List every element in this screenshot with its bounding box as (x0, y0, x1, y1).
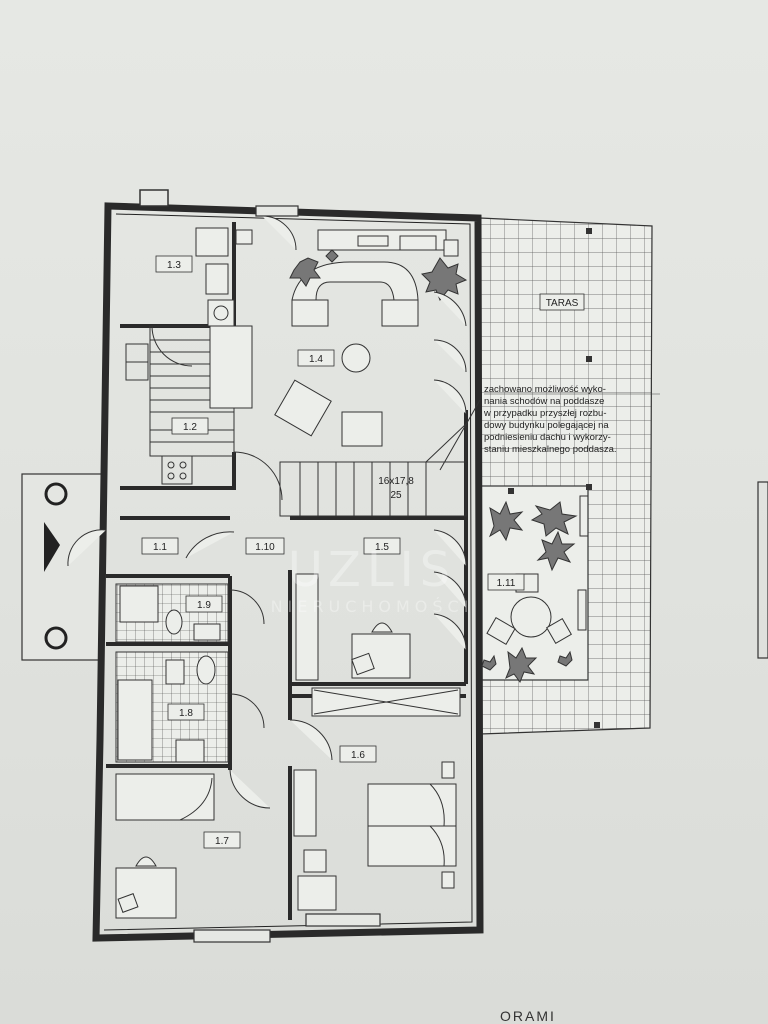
terrace-1-11-furniture (481, 495, 589, 684)
room-1-6-furniture (289, 687, 461, 911)
adjacent-sheet-edge (757, 481, 768, 659)
room-1-5-furniture (67, 529, 467, 681)
stairs-note: zachowano możliwość wyko- nania schodów … (483, 384, 660, 455)
terrace-markers (508, 228, 600, 728)
terrace-label: TARAS (546, 298, 579, 309)
watermark-subtitle: NIERUCHOMOŚCI (271, 597, 474, 616)
note-leader (439, 399, 481, 471)
room-labels: 1.3 1.2 1.4 1.1 1.10 1.5 1.11 1.9 1.8 1.… (141, 255, 585, 849)
exterior-walls (92, 189, 484, 943)
note-line-1: zachowano możliwość wyko- (484, 384, 606, 395)
stair-dimension-text: 16x17,8 (378, 476, 414, 487)
room-label-1-10: 1.10 (255, 542, 275, 553)
room-1-7-furniture (115, 769, 271, 919)
note-line-4: dowy budynku polegającej na (484, 420, 609, 431)
room-label-1-4: 1.4 (309, 354, 323, 365)
note-line-2: nania schodów na poddasze (484, 396, 604, 407)
room-label-1-6: 1.6 (351, 750, 365, 761)
entrance-step (21, 473, 103, 661)
note-line-3: w przypadku przyszłej rozbu- (483, 408, 607, 419)
room-1-3-furniture (195, 227, 253, 327)
footer-fragment: ORAMI (500, 1008, 556, 1024)
stair-count-text: 25 (390, 490, 402, 501)
note-line-5: podniesieniu dachu i wykorzy- (484, 432, 611, 443)
stairs-1-2 (125, 325, 253, 485)
room-label-1-5: 1.5 (375, 542, 389, 553)
room-label-1-7: 1.7 (215, 836, 229, 847)
room-label-1-1: 1.1 (153, 542, 167, 553)
stair-dimension: 16x17,8 25 (378, 476, 414, 501)
living-room-1-4-furniture (261, 215, 468, 447)
room-label-1-2: 1.2 (183, 422, 197, 433)
room-label-1-3: 1.3 (167, 260, 181, 271)
watermark: UZLIS NIERUCHOMOŚCI (271, 542, 474, 616)
interior-walls (106, 222, 468, 920)
room-label-1-8: 1.8 (179, 708, 193, 719)
room-label-1-9: 1.9 (197, 600, 211, 611)
note-line-6: staniu mieszkalnego poddasza. (484, 444, 617, 455)
bathroom-1-9 (115, 583, 265, 643)
room-label-1-11: 1.11 (497, 578, 516, 589)
watermark-logo: UZLIS (288, 542, 457, 598)
